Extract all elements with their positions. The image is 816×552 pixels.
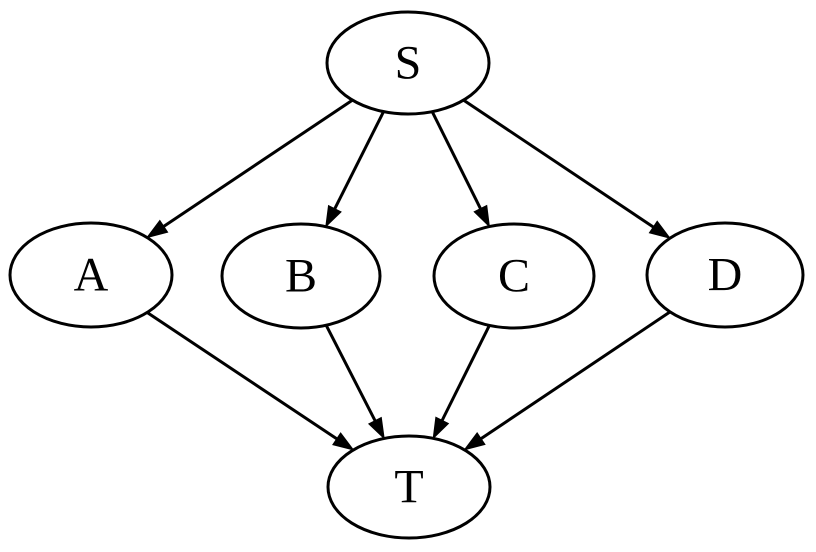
node-ellipse-B — [220, 222, 382, 330]
edge-line-S-C — [430, 110, 484, 213]
arrowhead-icon — [332, 432, 355, 451]
edge-S-D — [462, 98, 672, 240]
node-A: A — [8, 221, 174, 329]
edge-C-T — [432, 324, 491, 440]
edge-line-S-B — [331, 110, 385, 214]
edge-S-B — [325, 110, 385, 228]
edge-S-A — [145, 98, 354, 239]
node-ellipse-D — [645, 221, 805, 329]
arrowhead-icon — [473, 204, 491, 228]
arrowhead-icon — [367, 416, 385, 440]
edge-A-T — [146, 311, 355, 451]
edge-D-T — [463, 310, 671, 451]
arrowhead-icon — [325, 204, 342, 228]
edge-B-T — [324, 324, 385, 440]
arrowhead-icon — [145, 219, 169, 239]
node-B: B — [220, 222, 382, 330]
edge-line-B-T — [324, 324, 379, 425]
node-label-S: S — [395, 37, 422, 90]
node-ellipse-C — [432, 222, 596, 330]
arrowhead-icon — [648, 220, 672, 240]
edge-line-C-T — [439, 324, 491, 425]
arrowhead-icon — [463, 431, 486, 451]
node-C: C — [432, 222, 596, 330]
node-T: T — [326, 434, 492, 540]
arrowhead-icon — [432, 416, 450, 440]
node-label-B: B — [285, 250, 317, 303]
edge-line-S-A — [159, 98, 354, 230]
node-label-A: A — [74, 249, 109, 302]
edge-line-A-T — [146, 311, 341, 443]
node-label-D: D — [708, 249, 743, 302]
edge-line-D-T — [476, 310, 671, 443]
node-label-T: T — [394, 461, 423, 514]
node-D: D — [645, 221, 805, 329]
edge-line-S-D — [462, 98, 658, 231]
edge-S-C — [430, 110, 491, 228]
node-label-C: C — [498, 250, 530, 303]
node-ellipse-T — [326, 434, 492, 540]
node-ellipse-A — [8, 221, 174, 329]
node-S: S — [325, 10, 491, 116]
node-ellipse-S — [325, 10, 491, 116]
